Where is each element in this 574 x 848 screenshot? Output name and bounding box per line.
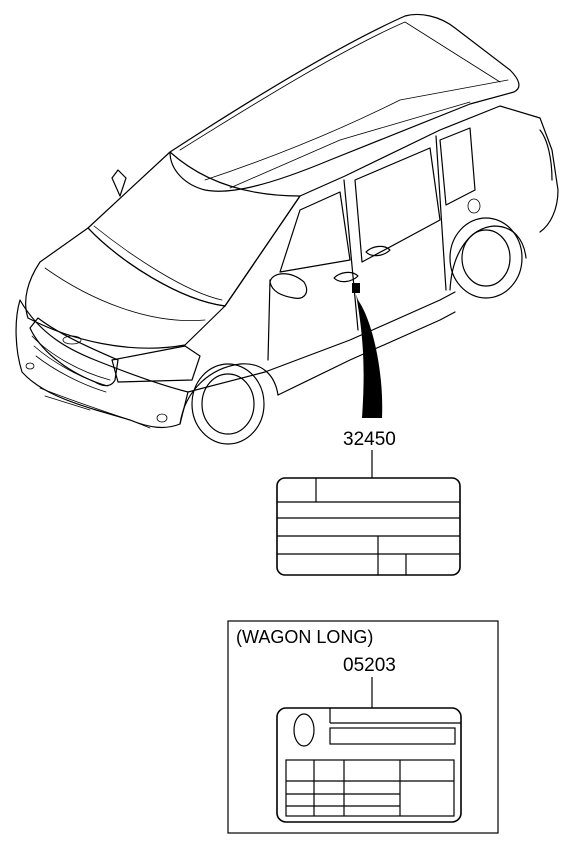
label-oval-mark [293,713,315,747]
label-table [285,759,455,817]
label-location-marker [352,283,360,293]
wagon-long-box: (WAGON LONG) 05203 [227,620,499,834]
part-number-05203: 05203 [343,655,396,676]
variant-label: (WAGON LONG) [236,627,373,647]
part-number-32450: 32450 [343,429,396,450]
vehicle-illustration [15,13,559,445]
variant-frame [227,620,499,834]
label-32450: 32450 [276,429,461,576]
info-label-plate [276,477,461,576]
location-arrow [356,294,383,418]
